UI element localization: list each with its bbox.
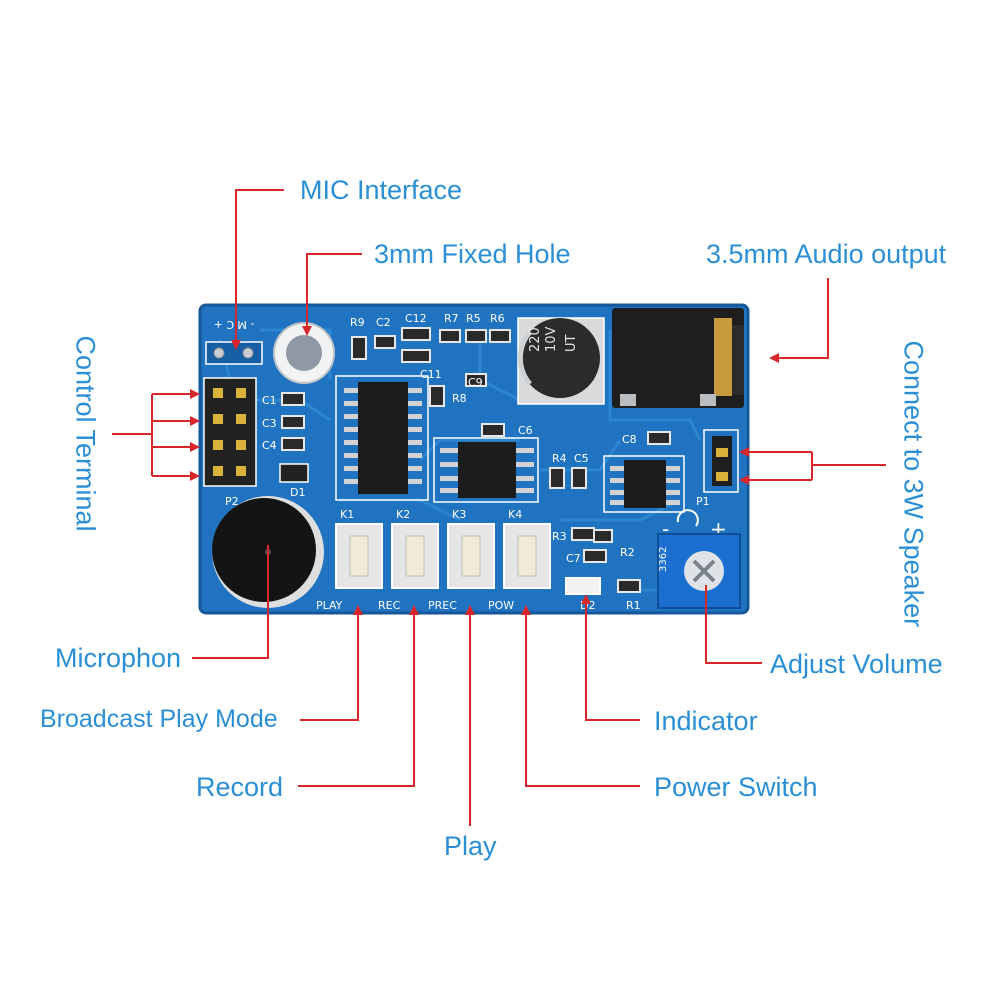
label-mic-interface: MIC Interface [300, 175, 463, 205]
k1-silk: K1 [340, 508, 354, 521]
speaker-terminal: P1 [696, 429, 739, 508]
amplifier-section: R4 C5 C8 [549, 431, 685, 513]
button-k3: K3 [447, 508, 495, 589]
p1-silk: P1 [696, 495, 710, 508]
k2-silk: K2 [396, 508, 410, 521]
tactile-buttons: K1 K2 K3 K4 PLAY REC PREC POW [316, 508, 551, 612]
mic-silk-label: - MIC + [214, 318, 255, 331]
c2-silk: C2 [376, 316, 391, 329]
label-audio-output: 3.5mm Audio output [706, 239, 947, 269]
r3-silk: R3 [552, 530, 567, 543]
label-play: Play [444, 831, 497, 861]
c9-silk: C9 [468, 376, 483, 389]
r7-silk: R7 [444, 312, 459, 325]
prec-silk: PREC [428, 599, 457, 612]
cap-voltage: 10V [544, 326, 559, 352]
mic-interface-pads: - MIC + [205, 318, 263, 365]
r4-silk: R4 [552, 452, 567, 465]
audio-jack [612, 308, 744, 408]
c3-silk: C3 [262, 417, 277, 430]
c8-silk: C8 [622, 433, 637, 446]
main-ic-chip [335, 375, 429, 501]
pot-minus-silk: - [662, 517, 669, 541]
smd-components-left: C1 C3 C4 D1 [262, 392, 309, 499]
c1-silk: C1 [262, 394, 277, 407]
k3-silk: K3 [452, 508, 466, 521]
button-k2: K2 [391, 508, 439, 589]
label-control-terminal: Control Terminal [70, 335, 101, 532]
indicator-led [565, 577, 601, 595]
electrolytic-capacitor: 220 10V UT [517, 317, 605, 405]
label-microphone: Microphon [55, 643, 182, 673]
cap-brand: UT [564, 334, 579, 352]
label-fixed-hole: 3mm Fixed Hole [374, 239, 571, 269]
c12-silk: C12 [405, 312, 427, 325]
label-adjust-volume: Adjust Volume [770, 649, 943, 679]
r2-silk: R2 [620, 546, 635, 559]
d1-silk: D1 [290, 486, 305, 499]
label-indicator: Indicator [654, 706, 758, 736]
fixed-hole [273, 322, 335, 384]
pow-silk: POW [488, 599, 514, 612]
c6-silk: C6 [518, 424, 533, 437]
rec-silk: REC [378, 599, 401, 612]
play-silk: PLAY [316, 599, 343, 612]
r5-silk: R5 [466, 312, 481, 325]
control-terminal-header: P2 [203, 377, 257, 508]
pot-model: 3362 [658, 547, 669, 572]
k4-silk: K4 [508, 508, 522, 521]
c5-silk: C5 [574, 452, 589, 465]
r6-silk: R6 [490, 312, 505, 325]
cap-value: 220 [528, 327, 543, 352]
p2-silk: P2 [225, 495, 239, 508]
label-power-switch: Power Switch [654, 772, 818, 802]
indicator-section: R3 C7 R2 D2 R1 [552, 527, 641, 612]
label-broadcast-play-mode: Broadcast Play Mode [40, 705, 278, 733]
r8-silk: R8 [452, 392, 467, 405]
label-record: Record [196, 772, 284, 802]
c7-silk: C7 [566, 552, 581, 565]
r1-silk: R1 [626, 599, 641, 612]
leader-lines [112, 189, 886, 826]
volume-potentiometer: - + 3362 [657, 509, 741, 609]
leader-arrowheads [190, 326, 779, 615]
c4-silk: C4 [262, 439, 277, 452]
button-k4: K4 [503, 508, 551, 589]
middle-ic-chip: C6 [433, 423, 539, 503]
label-speaker: Connect to 3W Speaker [898, 340, 929, 628]
c11-silk: C11 [420, 368, 442, 381]
r9-silk: R9 [350, 316, 365, 329]
button-k1: K1 [335, 508, 383, 589]
smd-components-top: R9 C2 C12 R7 R5 R6 C11 C9 R8 [350, 312, 511, 407]
